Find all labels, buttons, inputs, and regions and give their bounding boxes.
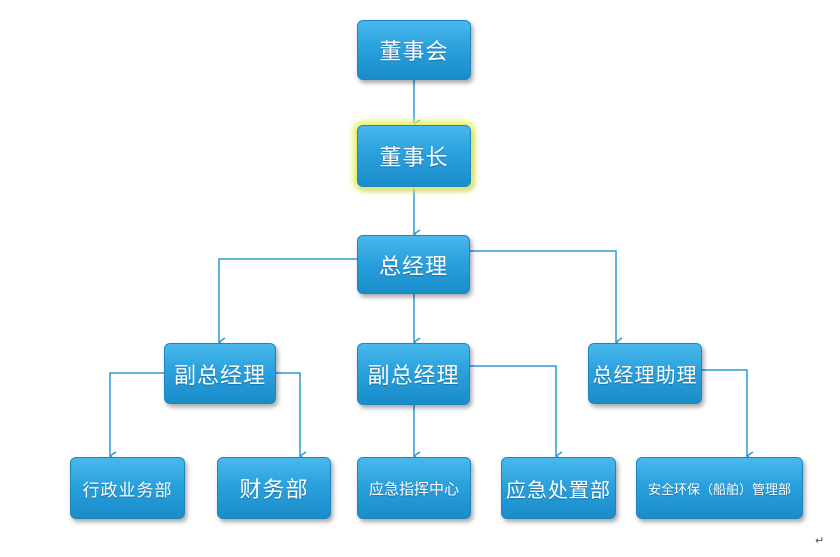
finance-dept-node: 财务部 xyxy=(217,457,331,519)
admin-dept-node: 行政业务部 xyxy=(70,457,185,519)
board-node: 董事会 xyxy=(357,20,471,80)
connector-vice-left-admin xyxy=(108,372,164,461)
chairman-node: 董事长 xyxy=(357,125,471,187)
connector-vice-left-finance xyxy=(276,372,307,461)
gm-assistant-node: 总经理助理 xyxy=(588,343,702,404)
vice-gm-left-node: 副总经理 xyxy=(164,343,276,404)
emergency-command-center-node: 应急指挥中心 xyxy=(357,457,471,519)
general-manager-node: 总经理 xyxy=(357,235,470,294)
connector-assistant-safety xyxy=(702,369,754,461)
emergency-response-dept-node: 应急处置部 xyxy=(501,457,616,519)
connector-gm-assistant xyxy=(470,250,623,347)
paragraph-mark: ↵ xyxy=(815,534,825,547)
vice-gm-center-node: 副总经理 xyxy=(357,343,470,405)
safety-env-dept-node: 安全环保（船舶）管理部 xyxy=(636,457,803,519)
connector-vice-center-response xyxy=(470,365,563,461)
connector-gm-vice-left xyxy=(217,258,357,347)
